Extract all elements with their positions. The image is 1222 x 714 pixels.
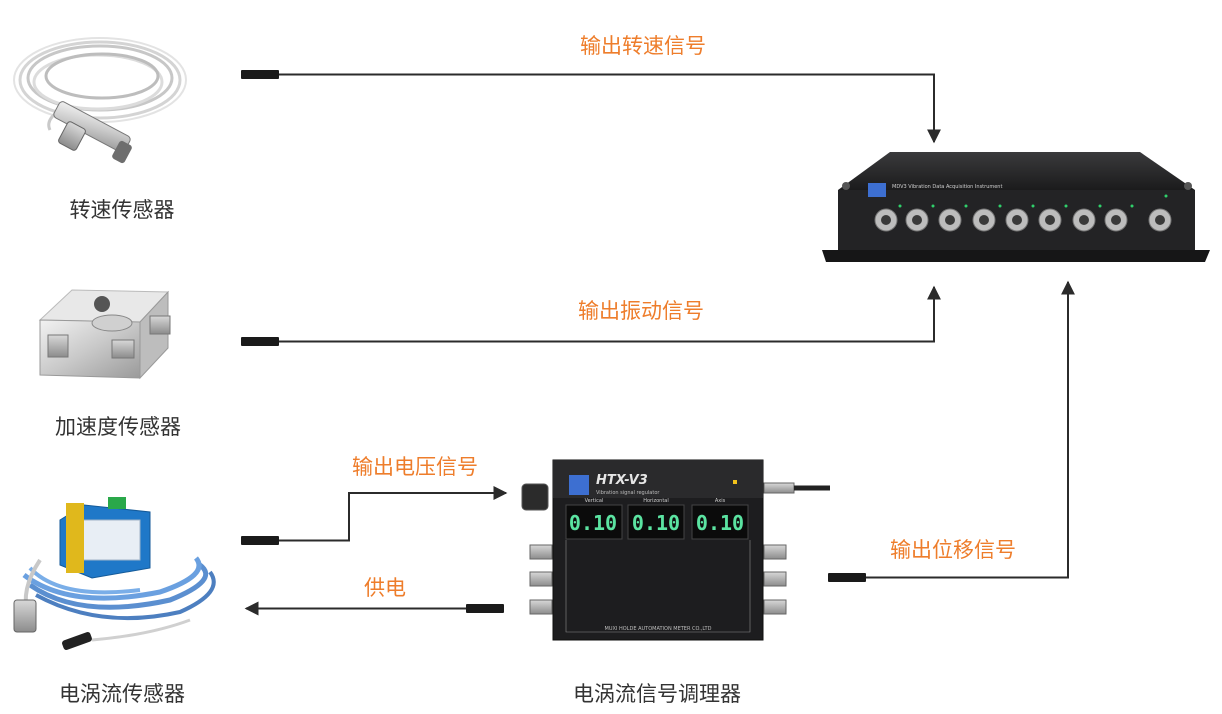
label-eddy-sensor: 电涡流传感器 [59,682,185,706]
conditioner-image: 0.10 0.10 0.10 HTX-V3 Vibration signal r… [521,459,830,641]
label-power: 供电 [364,576,406,600]
arrow-displacement-signal [866,280,1075,579]
label-speed-signal: 输出转速信号 [580,34,706,58]
label-voltage-signal: 输出电压信号 [352,455,478,479]
svg-text:MDV3 Vibration Data Acquisitio: MDV3 Vibration Data Acquisition Instrume… [892,184,1002,190]
conditioner-subtitle: Vibration signal regulator [596,490,660,496]
eddy-sensor-image [13,497,216,650]
acquisition-box-image: MDV3 Vibration Data Acquisition Instrume… [822,152,1210,262]
display-horizontal: 0.10 [632,511,680,535]
label-conditioner: 电涡流信号调理器 [573,682,741,706]
label-speed-sensor: 转速传感器 [69,198,175,222]
channel-axis: Axis [715,498,726,504]
conditioner-footer: MUXI HOLDE AUTOMATION METER CO.,LTD [605,626,712,632]
label-vibration-signal: 输出振动信号 [578,299,704,323]
accelerometer-image [38,289,171,380]
label-displacement-signal: 输出位移信号 [890,538,1016,562]
speed-sensor-image [13,37,187,164]
cable-plugs [241,70,866,613]
display-vertical: 0.10 [569,511,617,535]
arrow-speed-signal [279,73,941,144]
arrow-voltage-signal [279,486,508,542]
conditioner-model: HTX-V3 [596,473,648,488]
channel-horizontal: Horizontal [643,498,669,504]
channel-vertical: Vertical [585,498,604,504]
display-axis: 0.10 [696,511,744,535]
arrow-vibration-signal [279,285,941,343]
label-accel-sensor: 加速度传感器 [55,415,181,439]
